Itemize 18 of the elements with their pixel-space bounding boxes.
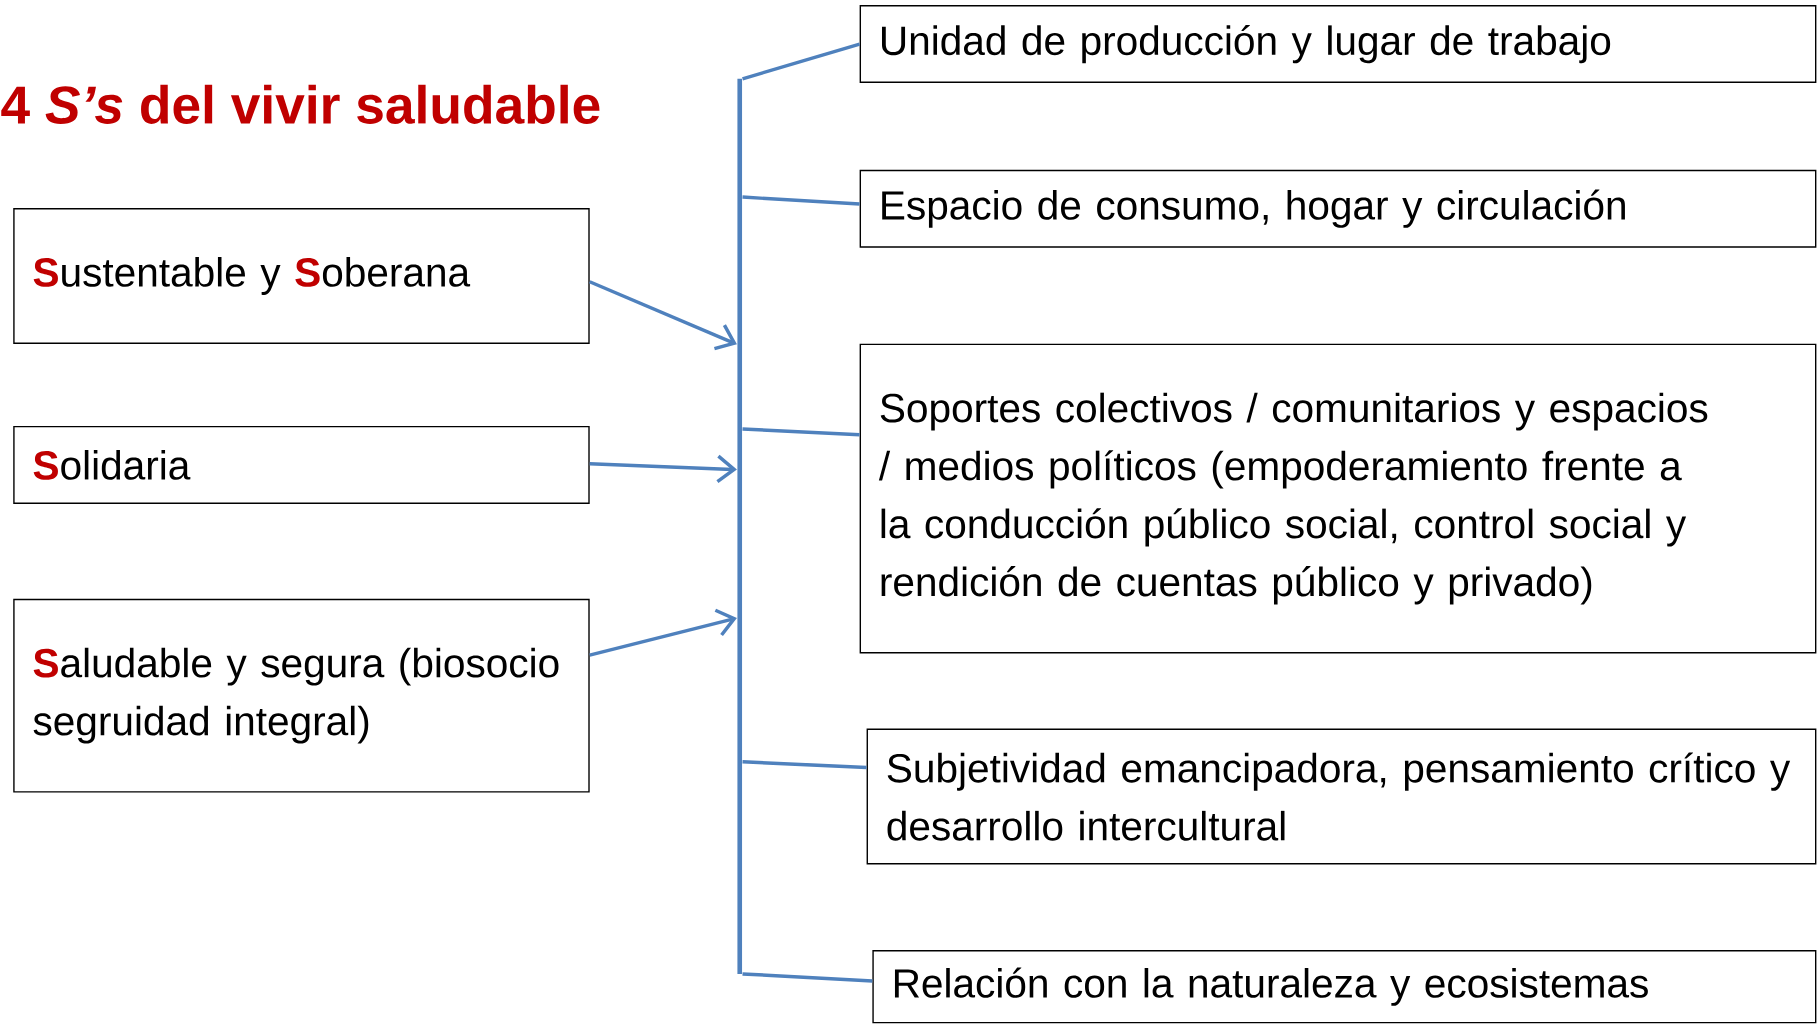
text-box: Saludable y segura (biosocio segruidad integral) — [13, 598, 590, 793]
arrow — [589, 608, 737, 657]
text-box: Unidad de producción y lugar de trabajo — [859, 5, 1817, 84]
text-box: Espacio de consumo, hogar y circulación — [859, 169, 1817, 248]
text-box: Sustentable y Soberana — [13, 208, 590, 344]
arrow — [589, 280, 737, 351]
title: 4 S’s del vivir saludable — [1, 84, 600, 124]
connector-line — [742, 42, 861, 81]
text-box: Relación con la naturaleza y ecosistemas — [872, 950, 1817, 1024]
text-box: Subjetividad emancipadora, pensamiento crítico y desarrollo intercultural — [866, 728, 1817, 865]
connector-line — [742, 195, 860, 206]
connector-line — [742, 972, 873, 983]
bracket-bar — [737, 78, 743, 974]
text-box: Soportes colectivos / comunitarios y espacios / medios políticos (empoderamiento frente a la conducción público social, control social y rendición de cuentas público y privado) — [859, 343, 1817, 654]
arrow — [589, 454, 737, 483]
connector-line — [742, 760, 867, 770]
text-box: Solidaria — [13, 426, 590, 504]
connector-line — [742, 427, 860, 437]
